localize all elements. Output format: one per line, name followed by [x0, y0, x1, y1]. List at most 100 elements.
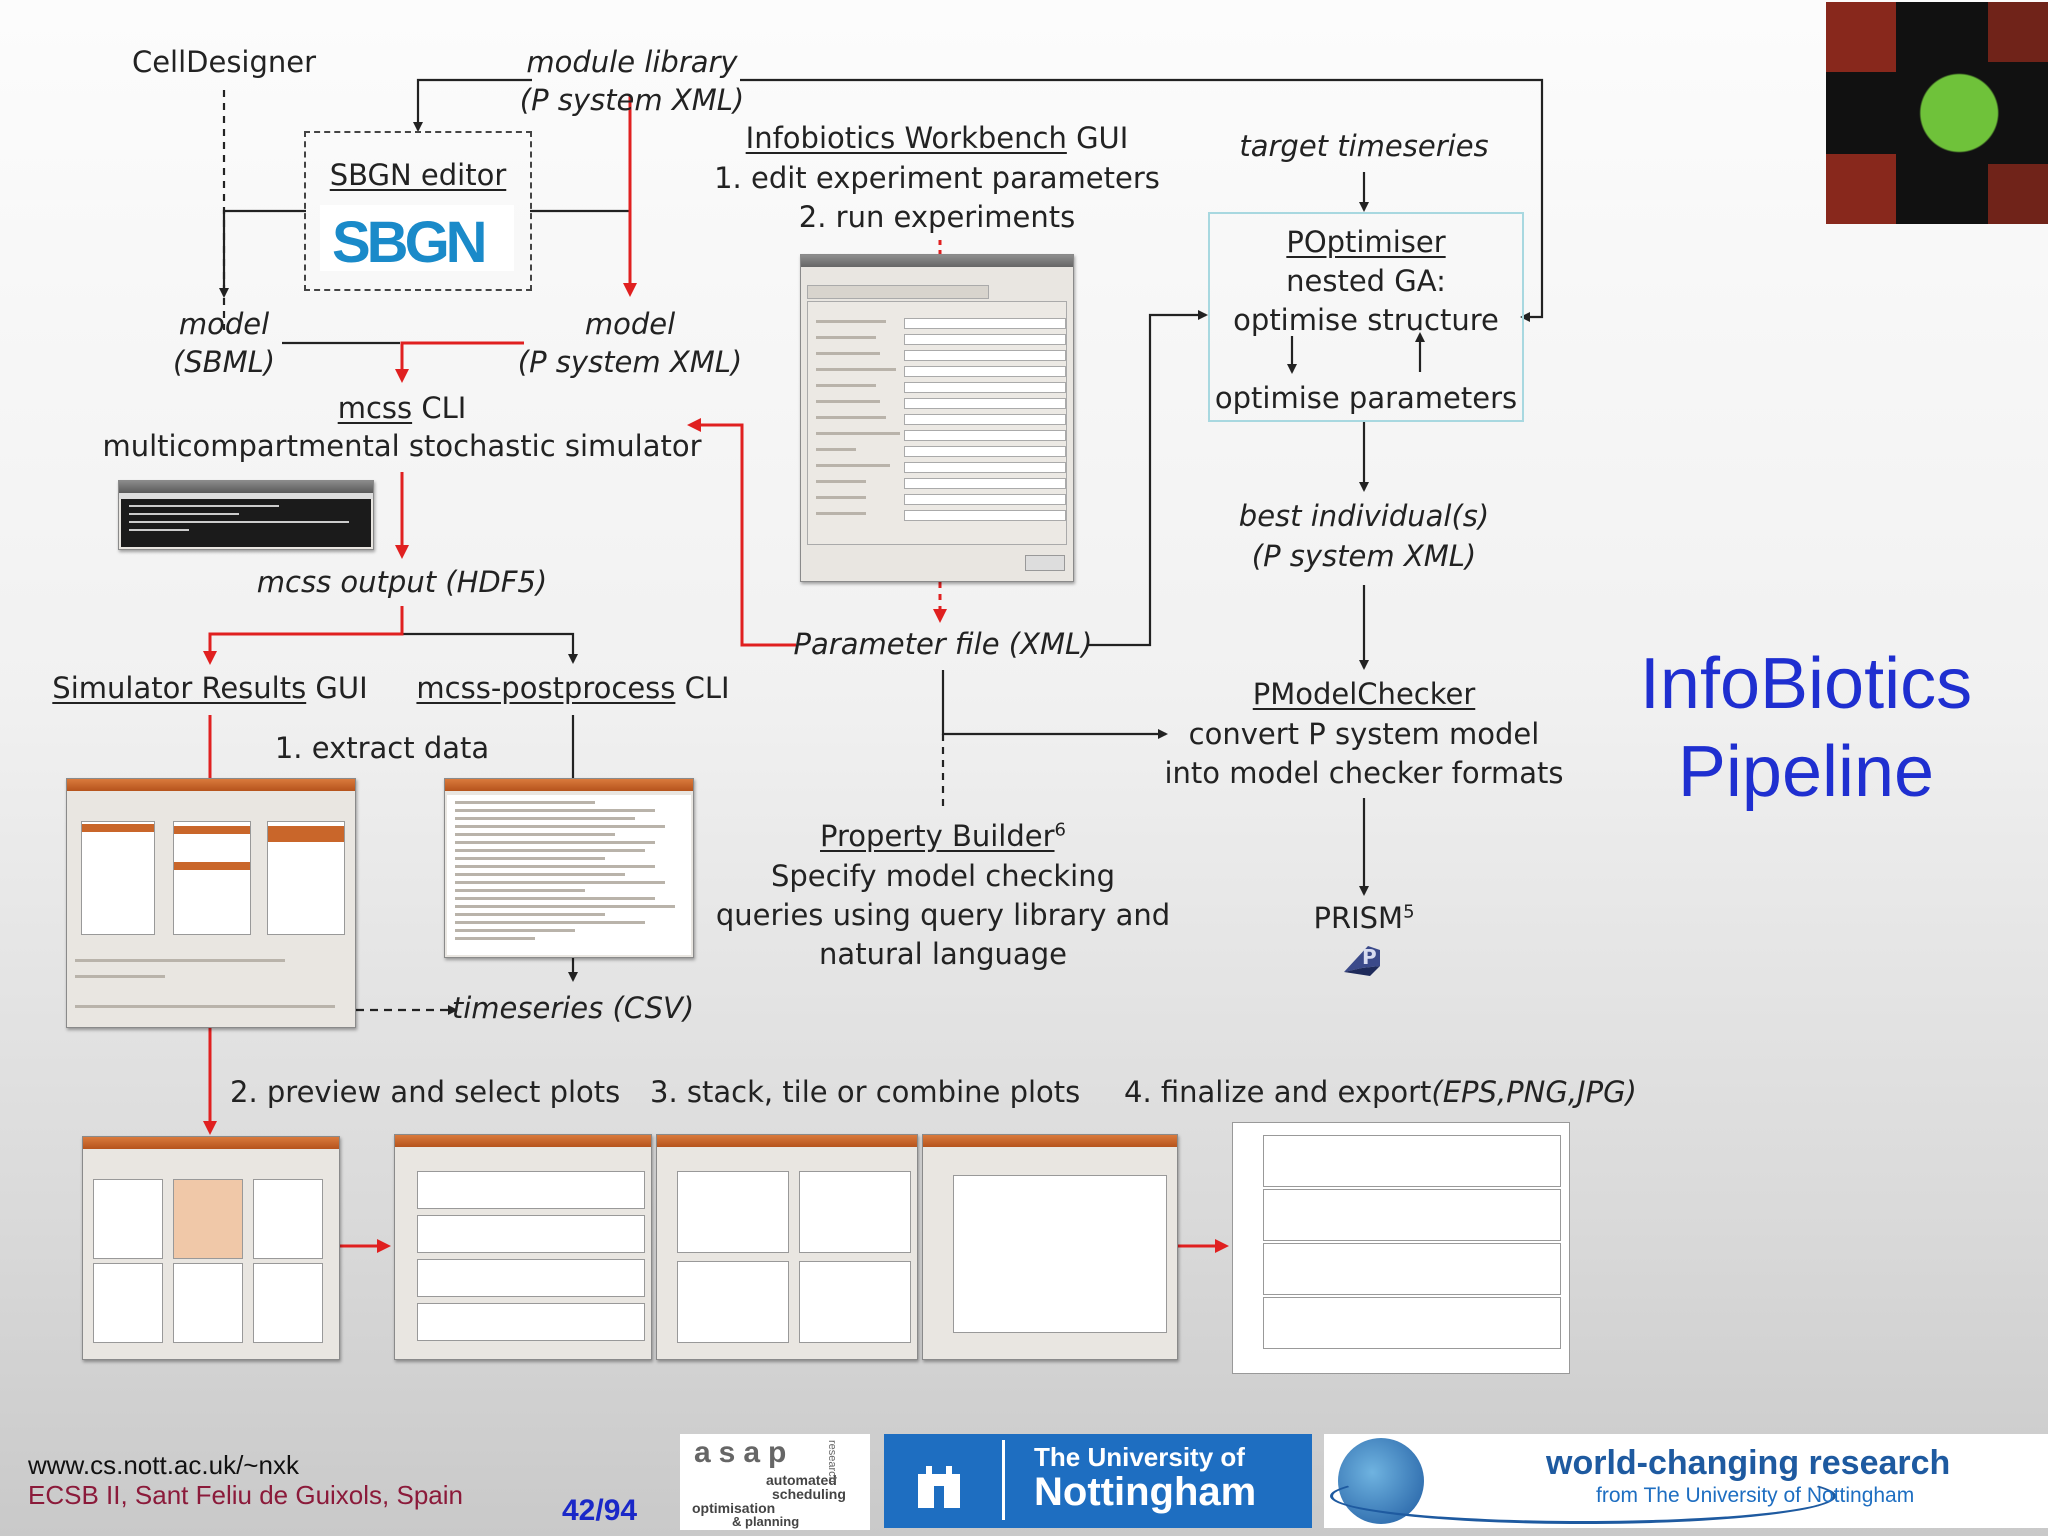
asap-logo-title: asap [694, 1436, 795, 1469]
property-builder-line-2: queries using query library and [715, 898, 1171, 932]
postprocess-titlebar [445, 779, 693, 791]
model-psystem-format: (P system XML) [517, 345, 743, 379]
parameter-file-label: Parameter file (XML) [793, 627, 1093, 661]
thumb-plot-6 [253, 1263, 323, 1343]
postprocess-heading: mcss-postprocess CLI [416, 670, 729, 708]
step-4-label: 4. finalize and export(EPS,PNG,JPG) [1124, 1074, 1637, 1112]
postprocess-screenshot [444, 778, 694, 958]
asap-logo-side: research [826, 1440, 838, 1483]
tiled-plots-titlebar [657, 1135, 917, 1147]
stacked-plot-2 [417, 1215, 645, 1253]
timeseries-csv-label: timeseries (CSV) [451, 991, 695, 1025]
mcss-cli-heading: mcss CLI [338, 390, 467, 428]
extract-data-label: 1. extract data [274, 731, 490, 765]
sbgn-logo: SBGN [320, 205, 514, 275]
stacked-plot-1 [417, 1171, 645, 1209]
workbench-parameter-form [807, 301, 1067, 545]
nottingham-logo: The University of Nottingham [884, 1434, 1312, 1528]
workbench-step-2: 2. run experiments [798, 200, 1076, 234]
edge-param-mcss-red [687, 418, 796, 647]
postprocess-terminal-body [447, 795, 691, 955]
property-builder-line-3: natural language [819, 937, 1067, 971]
tiled-plots-screenshot [656, 1134, 918, 1360]
edge-param-pmc [941, 670, 1168, 739]
prism-ref: 5 [1403, 901, 1415, 923]
final-plot-2 [1263, 1189, 1561, 1241]
edge-model-mcss-red [395, 341, 524, 383]
prism-label: PRISM [1313, 901, 1404, 935]
final-plot-3 [1263, 1243, 1561, 1295]
prism-heading: PRISM5 [1313, 900, 1414, 938]
nottingham-logo-line-1: The University of [1034, 1442, 1245, 1472]
tiled-plot-4 [799, 1261, 911, 1343]
edge-output-gui-red [203, 606, 404, 665]
tiled-plot-2 [799, 1171, 911, 1253]
best-individuals-label: best individual(s) [1238, 499, 1490, 533]
workbench-tabs [807, 285, 989, 299]
thumb-plot-2 [173, 1179, 243, 1259]
terminal-titlebar [119, 481, 373, 493]
model-psystem-label: model [584, 307, 676, 341]
asap-logo-line-3: optimisation [692, 1500, 776, 1516]
final-export-figure [1232, 1122, 1570, 1374]
footer-url: www.cs.nott.ac.uk/~nxk [28, 1450, 299, 1480]
asap-logo: asap automated scheduling optimisation &… [680, 1434, 870, 1530]
final-plot-4 [1263, 1297, 1561, 1349]
final-plot-1 [1263, 1135, 1561, 1187]
asap-logo-line-4: & planning [732, 1514, 800, 1529]
thumb-plot-4 [93, 1263, 163, 1343]
edge-module-sbgn [413, 78, 532, 132]
footer-event: ECSB II, Sant Feliu de Guixols, Spain [28, 1480, 463, 1510]
stacked-plots-titlebar [395, 1135, 651, 1147]
pipeline-thumbnail [1826, 2, 2048, 224]
tiled-plot-1 [677, 1171, 789, 1253]
edge-module-poptimiser [740, 78, 1544, 322]
simulator-results-name: Simulator Results [52, 671, 307, 705]
tiled-plot-3 [677, 1261, 789, 1343]
pipeline-title-line-1: InfoBiotics [1639, 644, 1973, 724]
edge-output-postprocess [402, 632, 578, 664]
workbench-suffix: GUI [1066, 121, 1129, 155]
mcss-cli-suffix: CLI [412, 391, 467, 425]
step-4-text: 4. finalize and export [1124, 1075, 1432, 1109]
model-sbml-label: model [178, 307, 270, 341]
sbgn-editor-label: SBGN editor [329, 158, 507, 192]
species-list [173, 821, 251, 935]
simulator-results-screenshot [66, 778, 356, 1028]
mcss-output-label: mcss output (HDF5) [256, 565, 548, 599]
simulator-results-titlebar [67, 779, 355, 791]
poptimiser-label: POptimiser [1286, 225, 1446, 259]
postprocess-name: mcss-postprocess [416, 671, 676, 705]
compartments-list [267, 821, 345, 935]
runs-list [81, 821, 155, 935]
pmodelchecker-line-2: into model checker formats [1164, 756, 1564, 790]
pipeline-title-line-2: Pipeline [1677, 732, 1935, 812]
module-library-format: (P system XML) [519, 83, 745, 117]
plot-selection-screenshot [82, 1136, 340, 1360]
sbgn-logo-text: SBGN [332, 210, 488, 275]
workbench-heading: Infobiotics Workbench GUI [746, 120, 1129, 158]
workbench-step-1: 1. edit experiment parameters [714, 161, 1160, 195]
orbit-swoosh [1330, 1468, 1836, 1524]
workbench-titlebar [801, 255, 1073, 267]
svg-text:P: P [1362, 945, 1377, 969]
target-timeseries-label: target timeseries [1239, 129, 1489, 163]
world-changing-research-banner: world-changing research from The Univers… [1324, 1434, 2048, 1528]
workbench-name: Infobiotics Workbench [745, 121, 1067, 155]
pmodelchecker-line-1: convert P system model [1188, 717, 1540, 751]
stacked-plot-3 [417, 1259, 645, 1297]
edge-param-poptimiser [1088, 310, 1208, 647]
banner-subline: from The University of Nottingham [1596, 1484, 1915, 1507]
slide-page-number: 42/94 [562, 1494, 638, 1527]
workbench-screenshot [800, 254, 1074, 582]
poptimiser-box: POptimiser nested GA: optimise structure… [1208, 212, 1524, 422]
step-2-label: 2. preview and select plots [230, 1075, 621, 1109]
mcss-terminal-screenshot [118, 480, 374, 550]
optimise-structure-label: optimise structure [1233, 303, 1499, 337]
combined-plot [953, 1175, 1167, 1333]
run-now-button [1025, 555, 1065, 571]
combined-plot-screenshot [922, 1134, 1178, 1360]
celldesigner-label: CellDesigner [131, 45, 317, 79]
postprocess-suffix: CLI [675, 671, 730, 705]
